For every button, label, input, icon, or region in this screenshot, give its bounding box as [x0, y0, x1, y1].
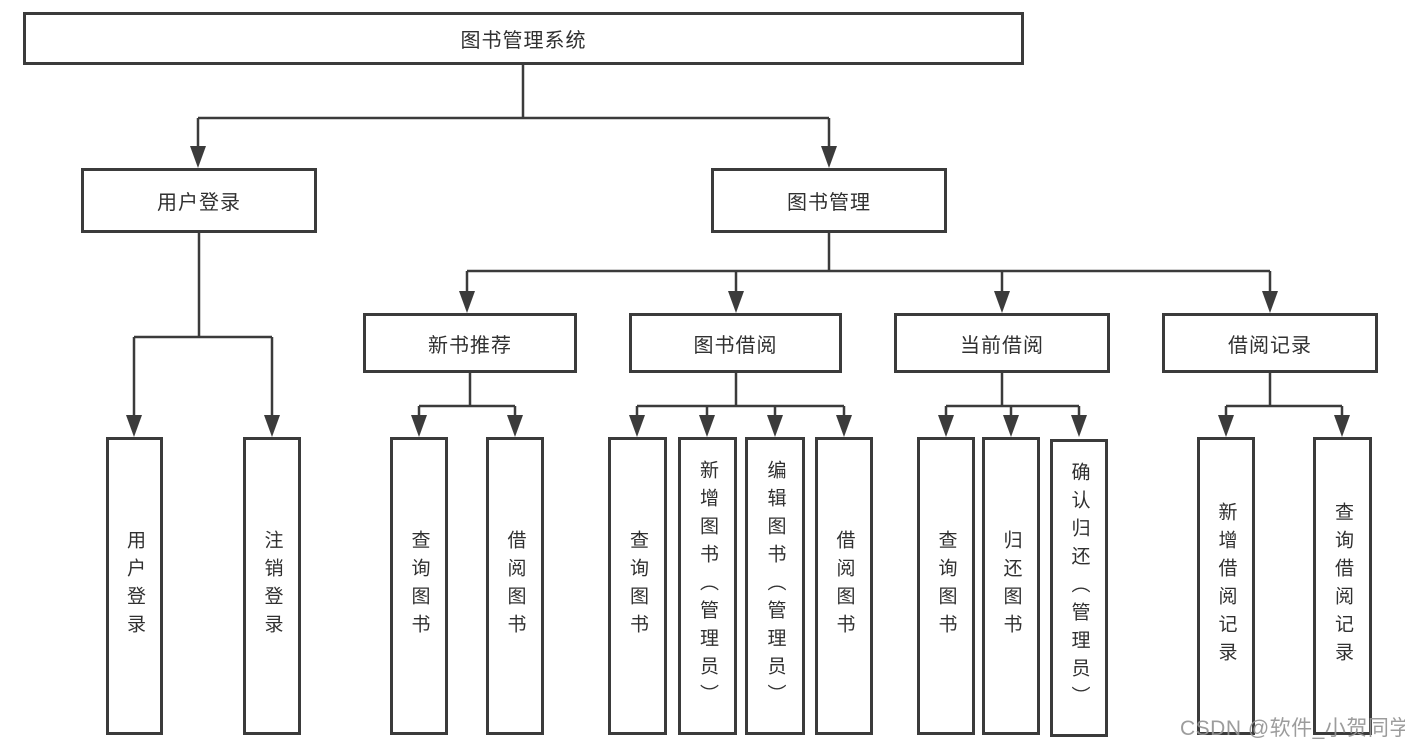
leaf-query-books-newbook: 查询图书	[390, 437, 448, 735]
arrow-down-icon	[699, 415, 715, 437]
connector-new-book-branch	[417, 373, 517, 421]
node-user-login: 用户登录	[81, 168, 317, 233]
node-label: 查询借阅记录	[1332, 502, 1353, 670]
node-label: 编辑图书（管理员）	[764, 460, 786, 712]
leaf-query-books-borrow: 查询图书	[608, 437, 667, 735]
arrow-down-icon	[821, 146, 837, 168]
node-label: 图书管理系统	[460, 30, 587, 52]
leaf-borrow-books-borrow: 借阅图书	[815, 437, 873, 735]
leaf-return-books: 归还图书	[982, 437, 1040, 735]
node-label: 借阅图书	[504, 530, 526, 642]
node-book-management: 图书管理	[711, 168, 947, 233]
connector-book-management-branch	[465, 233, 1272, 297]
connector-user-login-branch	[132, 233, 274, 421]
node-label: 新增借阅记录	[1215, 502, 1237, 670]
node-label: 用户登录	[124, 530, 145, 642]
arrow-down-icon	[507, 415, 523, 437]
node-label: 新增图书（管理员）	[697, 460, 718, 712]
arrow-down-icon	[767, 415, 783, 437]
node-current-borrowing: 当前借阅	[894, 313, 1110, 373]
node-borrowing-records: 借阅记录	[1162, 313, 1378, 373]
arrow-down-icon	[728, 291, 744, 313]
node-book-borrowing: 图书借阅	[629, 313, 842, 373]
arrow-down-icon	[938, 415, 954, 437]
connector-root-to-level1	[196, 65, 831, 152]
arrow-down-icon	[459, 291, 475, 313]
node-label: 借阅记录	[1228, 334, 1312, 357]
leaf-confirm-return-admin: 确认归还（管理员）	[1050, 439, 1108, 737]
leaf-edit-books-admin: 编辑图书（管理员）	[745, 437, 805, 735]
arrow-down-icon	[411, 415, 427, 437]
leaf-logout: 注销登录	[243, 437, 301, 735]
leaf-borrow-books-newbook: 借阅图书	[486, 437, 544, 735]
arrowheads	[126, 146, 1350, 437]
arrow-down-icon	[629, 415, 645, 437]
node-new-book-recommendation: 新书推荐	[363, 313, 577, 373]
node-label: 用户登录	[157, 192, 241, 214]
arrow-down-icon	[126, 415, 142, 437]
leaf-query-borrow-record: 查询借阅记录	[1313, 437, 1372, 735]
arrow-down-icon	[190, 146, 206, 168]
connector-book-borrow-branch	[635, 373, 846, 421]
node-label: 借阅图书	[833, 530, 855, 642]
arrow-down-icon	[1003, 415, 1019, 437]
arrow-down-icon	[1334, 415, 1350, 437]
csdn-watermark: CSDN @软件_小贺同学	[1180, 717, 1405, 740]
arrow-down-icon	[264, 415, 280, 437]
node-label: 图书借阅	[693, 334, 778, 357]
arrow-down-icon	[836, 415, 852, 437]
node-label: 图书管理	[787, 192, 871, 214]
node-label: 归还图书	[1000, 530, 1022, 642]
arrow-down-icon	[1262, 291, 1278, 313]
node-label: 确认归还（管理员）	[1068, 462, 1090, 714]
arrow-down-icon	[994, 291, 1010, 313]
node-label: 当前借阅	[960, 334, 1044, 357]
node-library-management-system: 图书管理系统	[23, 12, 1024, 65]
arrow-down-icon	[1218, 415, 1234, 437]
leaf-user-login: 用户登录	[106, 437, 163, 735]
arrow-down-icon	[1071, 415, 1087, 437]
node-label: 查询图书	[627, 530, 648, 642]
connector-current-borrow-branch	[944, 373, 1081, 421]
node-label: 查询图书	[935, 530, 957, 642]
leaf-query-books-current: 查询图书	[917, 437, 975, 735]
leaf-add-borrow-record: 新增借阅记录	[1197, 437, 1255, 735]
connector-borrow-records-branch	[1224, 373, 1344, 421]
leaf-add-books-admin: 新增图书（管理员）	[678, 437, 737, 735]
node-label: 新书推荐	[428, 334, 512, 357]
node-label: 查询图书	[408, 530, 430, 642]
node-label: 注销登录	[261, 530, 283, 642]
